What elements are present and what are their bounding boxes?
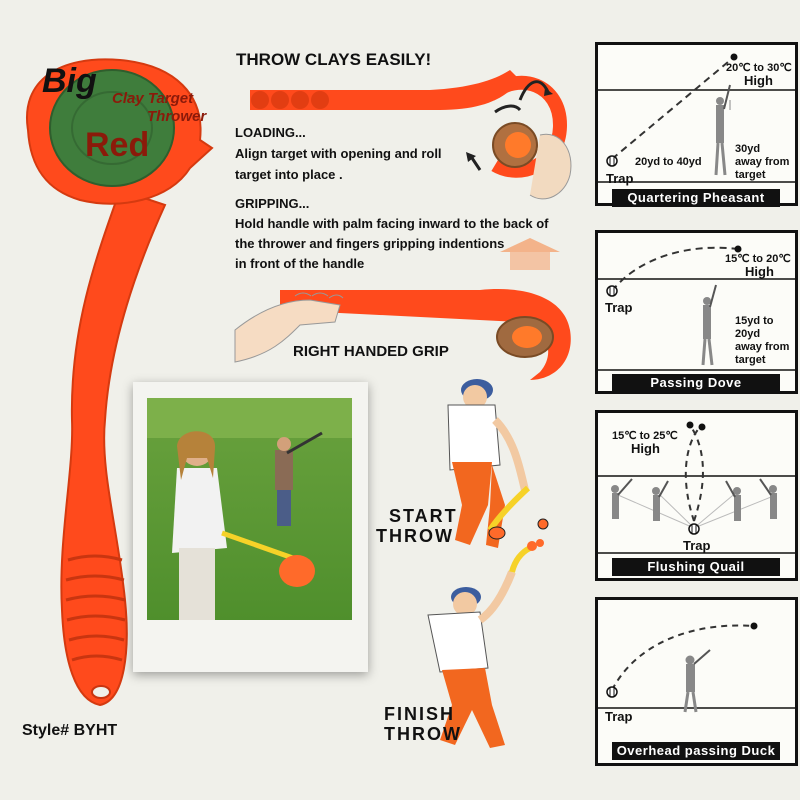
panel-quartering-pheasant: 20℃ to 30℃ High 20yd to 40yd 30yd away f…: [595, 42, 798, 207]
quartering-range: 20yd to 40yd: [635, 156, 702, 168]
passing-dove-dist-1: 15yd to: [735, 315, 774, 327]
field-photo: [147, 398, 352, 620]
passing-dove-trap: Trap: [605, 300, 633, 315]
headline: THROW CLAYS EASILY!: [236, 50, 432, 69]
quartering-dist-2: away from: [735, 156, 790, 168]
passing-dove-dist-4: target: [735, 354, 766, 366]
finish-label: FINISH: [384, 704, 456, 724]
loading-title: LOADING...: [235, 125, 306, 140]
flushing-quail-trap: Trap: [683, 538, 711, 553]
gripping-title: GRIPPING...: [235, 196, 310, 211]
gripping-line-3: in front of the handle: [235, 256, 365, 271]
gripping-line-1: Hold handle with palm facing inward to t…: [235, 216, 549, 231]
flushing-quail-temp: 15℃ to 25℃: [612, 430, 678, 442]
panel-overhead-duck: Trap Overhead passing Duck: [595, 597, 798, 766]
start-label: START: [389, 506, 458, 526]
loading-line-2: target into place .: [235, 167, 343, 182]
product-title-thrower: Thrower: [147, 108, 207, 125]
product-title-big: Big: [42, 62, 97, 100]
start-throw-label: THROW: [376, 526, 454, 546]
quartering-dist-3: target: [735, 169, 766, 181]
passing-dove-caption: Passing Dove: [612, 374, 780, 392]
flushing-quail-caption: Flushing Quail: [612, 558, 780, 576]
panel-passing-dove: 15℃ to 20℃ High Trap 15yd to 20yd away f…: [595, 230, 798, 394]
quartering-trap: Trap: [606, 171, 634, 186]
handle-hang-hole: [91, 685, 111, 699]
passing-dove-temp: 15℃ to 20℃: [725, 253, 791, 265]
product-title-clay-target: Clay Target: [112, 90, 194, 107]
passing-dove-dist-3: away from: [735, 341, 790, 353]
finish-throw-label: THROW: [384, 724, 462, 744]
style-code: Style# BYHT: [22, 722, 118, 739]
passing-dove-dist-2: 20yd: [735, 328, 761, 340]
loading-line-1: Align target with opening and roll: [235, 146, 442, 161]
product-title-red: Red: [85, 126, 150, 164]
quartering-height: High: [744, 73, 773, 88]
quartering-caption: Quartering Pheasant: [612, 189, 780, 207]
handle-grip-ridges: [65, 554, 126, 662]
gripping-line-2: the thrower and fingers gripping indenti…: [235, 236, 505, 251]
panel-flushing-quail: 15℃ to 25℃ High Trap Flushing Quail: [595, 410, 798, 581]
right-handed-grip-label: RIGHT HANDED GRIP: [293, 343, 449, 360]
quartering-dist-1: 30yd: [735, 143, 761, 155]
flushing-quail-height: High: [631, 441, 660, 456]
overhead-duck-caption: Overhead passing Duck: [612, 742, 780, 760]
photo-frame: [133, 382, 368, 672]
green-clay-target: [49, 69, 175, 187]
passing-dove-height: High: [745, 264, 774, 279]
overhead-duck-trap: Trap: [605, 709, 633, 724]
quartering-temp: 20℃ to 30℃: [726, 62, 792, 74]
